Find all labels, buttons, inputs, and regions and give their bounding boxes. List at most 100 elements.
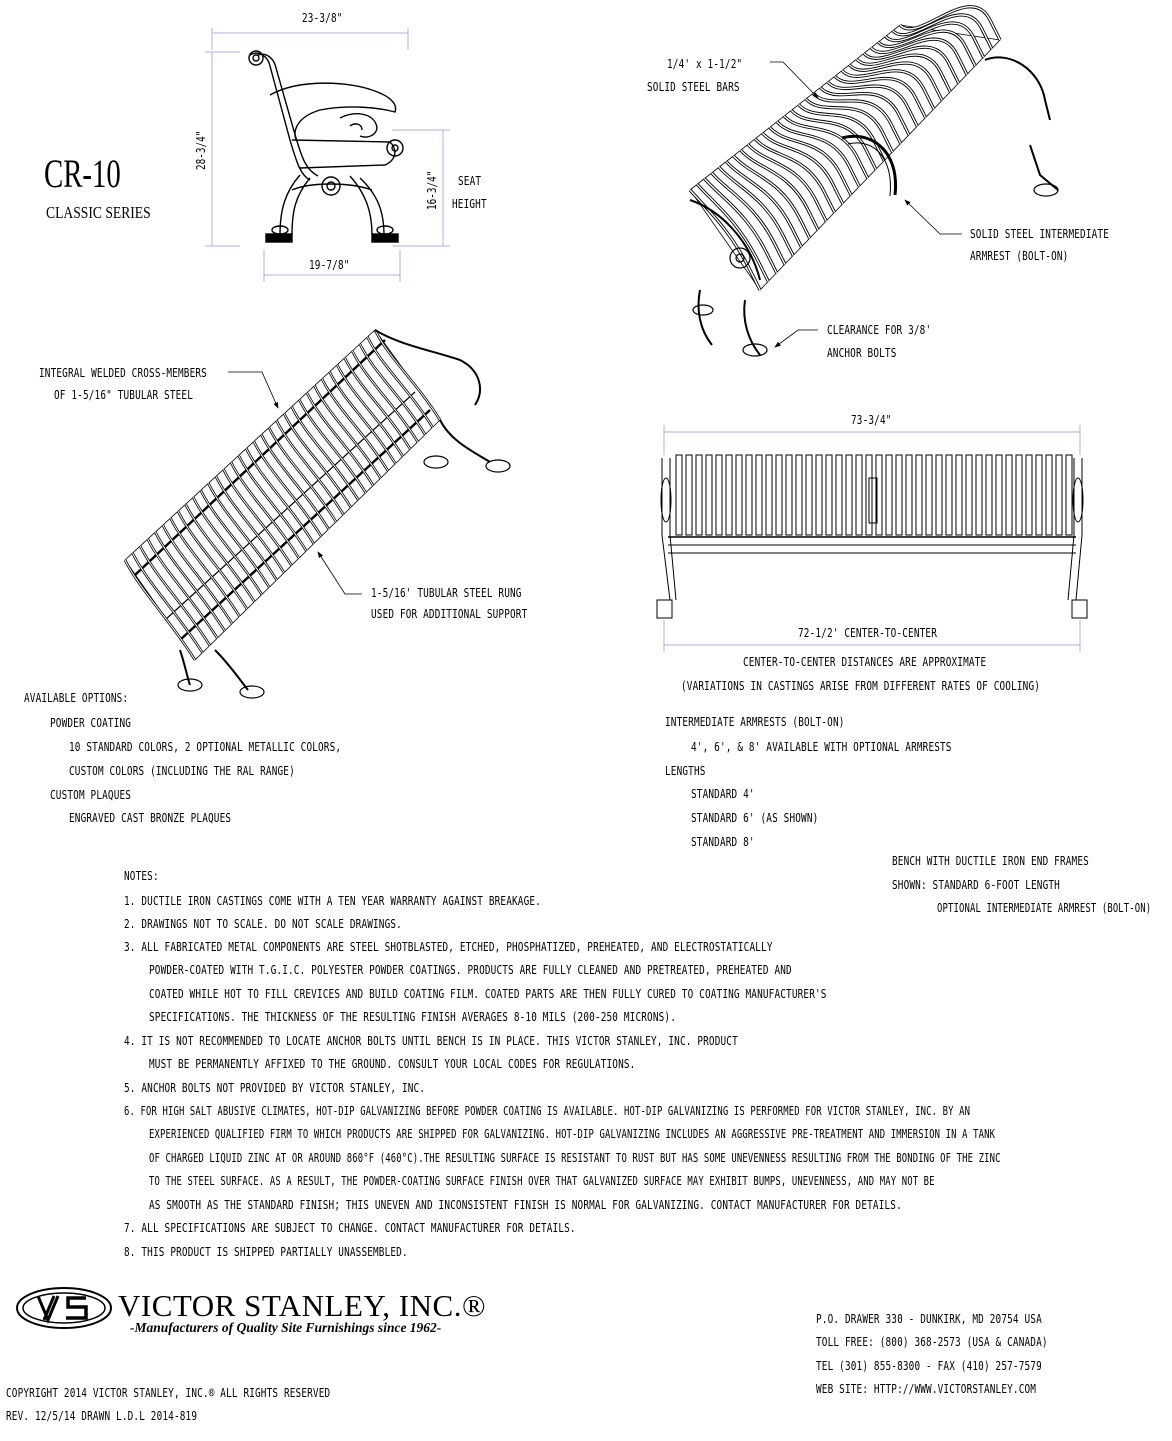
- back-slat-highlight: [245, 448, 315, 544]
- seat-slat-highlight: [834, 75, 927, 118]
- seat-slat-highlight: [870, 38, 968, 75]
- dim-side-width: 23-3/8": [302, 11, 343, 25]
- front-slat: [695, 454, 703, 536]
- footer-copyright: COPYRIGHT 2014 VICTOR STANLEY, INC.® ALL…: [6, 1386, 331, 1400]
- shown-line-2: SHOWN: STANDARD 6-FOOT LENGTH: [892, 878, 1060, 892]
- armrests-std8: STANDARD 8': [691, 835, 755, 849]
- seat-slat-highlight: [754, 138, 836, 213]
- seat-slat-highlight: [856, 54, 951, 93]
- back-slat-highlight: [162, 524, 233, 624]
- back-slat-highlight: [291, 406, 359, 501]
- isometric-rear-view: [123, 329, 511, 699]
- back-slat-highlight: [207, 483, 278, 581]
- note-4a: 4. IT IS NOT RECOMMENDED TO LOCATE ANCHO…: [124, 1034, 738, 1048]
- back-slat: [366, 336, 434, 428]
- model-number: CR-10: [44, 151, 121, 196]
- cc-note-1: CENTER-TO-CENTER DISTANCES ARE APPROXIMA…: [743, 655, 987, 669]
- back-slat-highlight: [260, 434, 330, 530]
- front-slat: [735, 454, 743, 536]
- cc-note-2: (VARIATIONS IN CASTINGS ARISE FROM DIFFE…: [681, 679, 1041, 693]
- front-slat: [865, 454, 873, 536]
- shown-line-1: BENCH WITH DUCTILE IRON END FRAMES: [892, 854, 1089, 868]
- company-name: VICTOR STANLEY, INC.®: [118, 1288, 486, 1323]
- back-slat-highlight: [154, 531, 226, 632]
- front-slat: [1015, 454, 1023, 536]
- options-colors-2: CUSTOM COLORS (INCLUDING THE RAL RANGE): [69, 764, 295, 778]
- back-slat-highlight: [313, 385, 382, 479]
- front-elevation: [656, 425, 1088, 652]
- back-slat-highlight: [268, 427, 337, 523]
- back-slat-highlight: [298, 399, 367, 493]
- dim-side-height: 28-3/4": [194, 130, 208, 170]
- front-slat: [875, 454, 883, 536]
- back-slat-highlight: [192, 497, 263, 595]
- dim-center-to-center: 72-1/2' CENTER-TO-CENTER: [798, 626, 937, 640]
- footer-rev: REV. 12/5/14 DRAWN L.D.L 2014-819: [6, 1409, 198, 1423]
- front-slat: [775, 454, 783, 536]
- seat-slat-highlight: [798, 104, 885, 162]
- series-name: CLASSIC SERIES: [46, 203, 151, 222]
- seat-slat-highlight: [769, 126, 852, 196]
- front-slat: [925, 454, 933, 536]
- callout-rung-2: USED FOR ADDITIONAL SUPPORT: [371, 607, 528, 621]
- note-6e: AS SMOOTH AS THE STANDARD FINISH; THIS U…: [149, 1198, 902, 1212]
- front-slat: [965, 454, 973, 536]
- front-slat: [1005, 454, 1013, 536]
- seat-height-label-2: HEIGHT: [452, 197, 487, 211]
- seat-slat-highlight: [827, 81, 918, 127]
- vs-logo-mark: [16, 1287, 112, 1329]
- front-slat: [975, 454, 983, 536]
- seat-height-label-1: SEAT: [458, 174, 482, 188]
- front-slat: [675, 454, 683, 536]
- front-slat: [815, 454, 823, 536]
- front-slat: [1055, 454, 1063, 536]
- front-slat: [885, 454, 893, 536]
- back-slat-highlight: [366, 336, 433, 428]
- note-7: 7. ALL SPECIFICATIONS ARE SUBJECT TO CHA…: [124, 1221, 576, 1235]
- note-3c: COATED WHILE HOT TO FILL CREVICES AND BU…: [149, 987, 827, 1001]
- back-slat-highlight: [147, 538, 218, 639]
- front-slat: [895, 454, 903, 536]
- seat-slat-highlight: [841, 70, 935, 110]
- note-3a: 3. ALL FABRICATED METAL COMPONENTS ARE S…: [124, 940, 773, 954]
- note-8: 8. THIS PRODUCT IS SHIPPED PARTIALLY UNA…: [124, 1245, 408, 1259]
- note-1: 1. DUCTILE IRON CASTINGS COME WITH A TEN…: [124, 894, 541, 908]
- back-slat-highlight: [177, 510, 248, 610]
- callout-cross-1: INTEGRAL WELDED CROSS-MEMBERS: [39, 366, 207, 380]
- seat-slat: [775, 120, 861, 188]
- back-slat-highlight: [223, 469, 292, 566]
- company-tollfree: TOLL FREE: (800) 368-2573 (USA & CANADA): [816, 1335, 1048, 1349]
- front-slat: [745, 454, 753, 536]
- back-slat-highlight: [306, 392, 374, 486]
- front-slat: [985, 454, 993, 536]
- back-slat-highlight: [374, 329, 441, 421]
- note-6c: OF CHARGED LIQUID ZINC AT OR AROUND 860°…: [149, 1151, 1001, 1165]
- armrests-std6: STANDARD 6' (AS SHOWN): [691, 811, 819, 825]
- back-slat-highlight: [344, 357, 411, 450]
- back-slat-highlight: [139, 545, 211, 646]
- company-tel: TEL (301) 855-8300 - FAX (410) 257-7579: [816, 1359, 1042, 1373]
- front-slat: [995, 454, 1003, 536]
- back-slat-highlight: [124, 559, 196, 661]
- front-slat: [915, 454, 923, 536]
- seat-slat-highlight: [740, 149, 819, 230]
- back-slat-highlight: [276, 420, 344, 515]
- armrests-avail: 4', 6', & 8' AVAILABLE WITH OPTIONAL ARM…: [691, 740, 952, 754]
- callout-cross-2: OF 1-5/16" TUBULAR STEEL: [54, 388, 193, 402]
- callout-bars-2: SOLID STEEL BARS: [647, 80, 740, 94]
- seat-slat-highlight: [899, 6, 1001, 41]
- seat-slat-highlight: [732, 155, 811, 239]
- note-5: 5. ANCHOR BOLTS NOT PROVIDED BY VICTOR S…: [124, 1081, 426, 1095]
- front-slat: [935, 454, 943, 536]
- front-slat: [835, 454, 843, 536]
- note-2: 2. DRAWINGS NOT TO SCALE. DO NOT SCALE D…: [124, 917, 402, 931]
- dim-base-width: 19-7/8": [309, 258, 350, 272]
- front-slat: [805, 454, 813, 536]
- armrests-heading: INTERMEDIATE ARMRESTS (BOLT-ON): [665, 715, 845, 729]
- dim-front-length: 73-3/4": [851, 413, 892, 427]
- seat-slat-highlight: [718, 166, 794, 256]
- note-6b: EXPERIENCED QUALIFIED FIRM TO WHICH PROD…: [149, 1127, 996, 1141]
- shown-line-3: OPTIONAL INTERMEDIATE ARMREST (BOLT-ON): [937, 901, 1152, 915]
- back-slat-highlight: [351, 350, 419, 443]
- back-slat-highlight: [170, 517, 240, 617]
